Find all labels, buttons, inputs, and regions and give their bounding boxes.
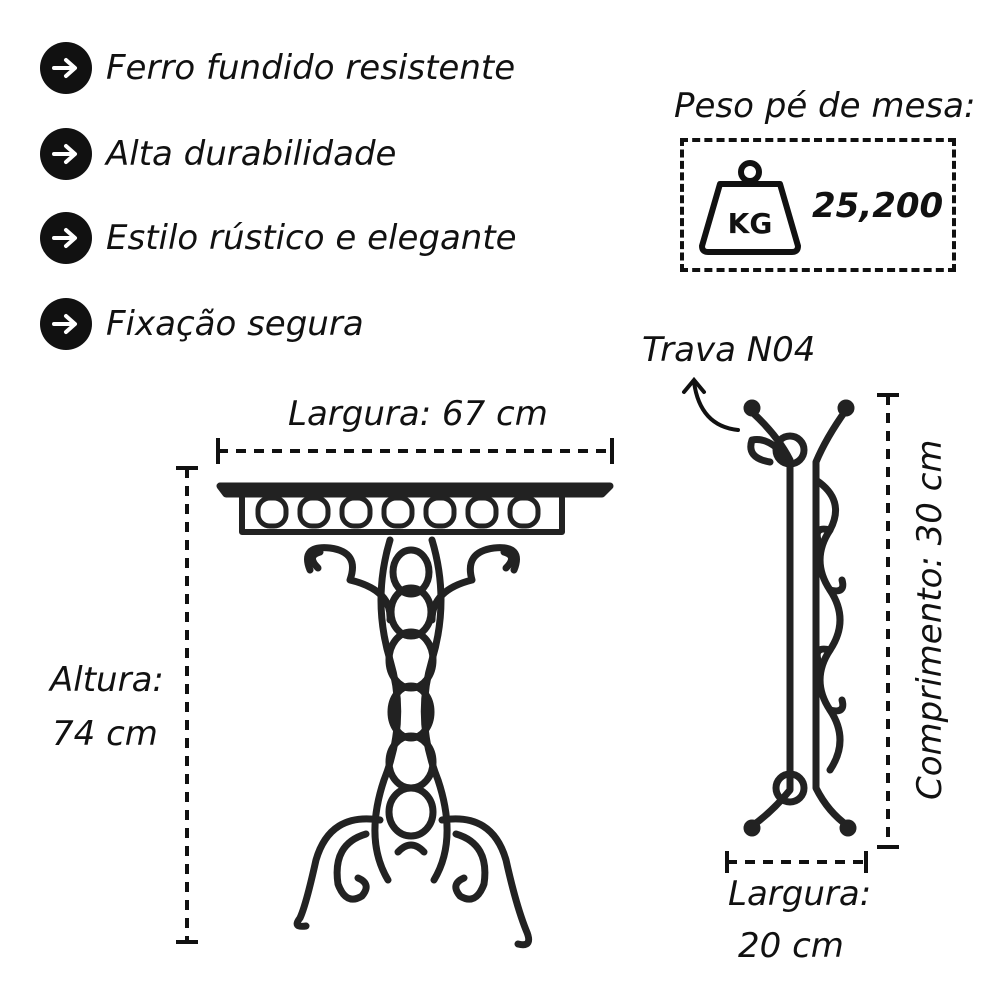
weight-value: 25,200 bbox=[812, 186, 944, 226]
arrow-right-icon bbox=[40, 42, 92, 94]
brace-drawing bbox=[743, 399, 857, 837]
brace-width-label: Largura: bbox=[728, 874, 872, 914]
brace-width-value: 20 cm bbox=[738, 926, 844, 966]
arrow-right-icon bbox=[40, 298, 92, 350]
feature-item: Ferro fundido resistente bbox=[40, 42, 515, 94]
arrow-right-icon bbox=[40, 212, 92, 264]
feature-item: Fixação segura bbox=[40, 298, 364, 350]
feature-label: Fixação segura bbox=[106, 304, 364, 344]
feature-item: Alta durabilidade bbox=[40, 128, 396, 180]
table-leg-drawing bbox=[216, 482, 614, 949]
brace-name: Trava N04 bbox=[642, 330, 816, 370]
weight-icon: KG bbox=[699, 160, 801, 255]
feature-label: Estilo rústico e elegante bbox=[106, 218, 517, 258]
curved-arrow-icon bbox=[682, 376, 740, 432]
dimension-lines bbox=[176, 393, 899, 944]
leg-width-label: Largura: 67 cm bbox=[288, 394, 548, 434]
weight-icon-text: KG bbox=[728, 207, 773, 240]
weight-title: Peso pé de mesa: bbox=[674, 86, 976, 126]
feature-item: Estilo rústico e elegante bbox=[40, 212, 517, 264]
leg-height-label: Altura: bbox=[50, 660, 164, 700]
arrow-right-icon bbox=[40, 128, 92, 180]
leg-height-value: 74 cm bbox=[52, 714, 158, 754]
feature-label: Ferro fundido resistente bbox=[106, 48, 516, 88]
feature-label: Alta durabilidade bbox=[106, 134, 397, 174]
weight-box: KG 25,200 bbox=[680, 138, 956, 272]
